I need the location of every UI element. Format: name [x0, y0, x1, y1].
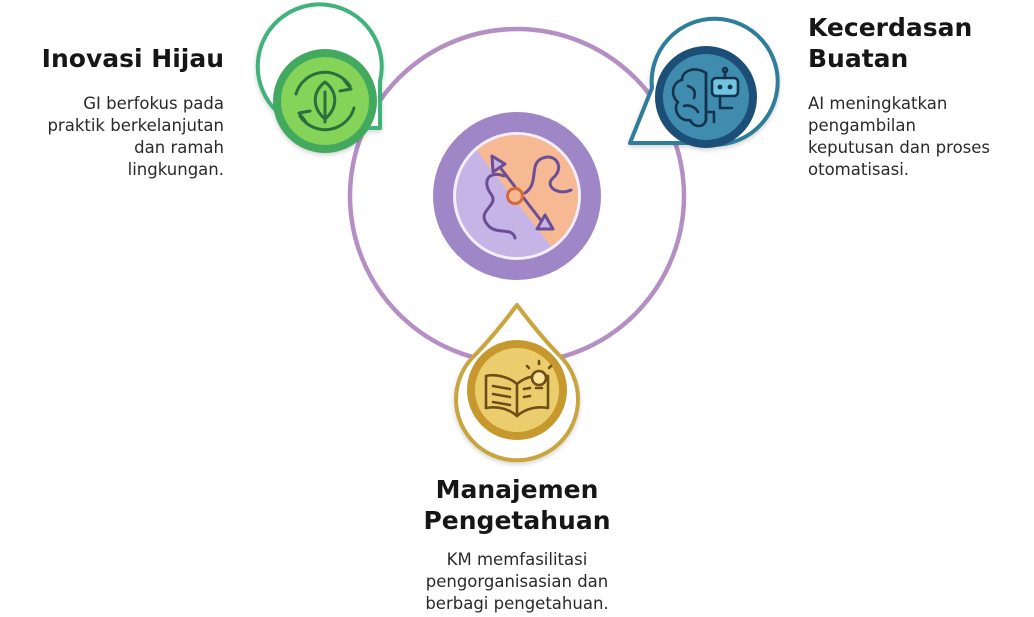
artificial-intelligence-pin [628, 16, 780, 148]
brain-robot-icon [671, 66, 740, 128]
artificial-intelligence-title: Kecerdasan Buatan [808, 13, 973, 73]
green-innovation-pin [255, 2, 384, 153]
recycle-leaf-icon [294, 70, 356, 132]
knowledge-management-description: KM memfasilitasi pengorganisasian dan be… [425, 550, 609, 613]
path-arrows-icon [482, 154, 573, 240]
green-innovation-description: GI berfokus pada praktik berkelanjutan d… [47, 94, 224, 179]
knowledge-management-pin [454, 303, 580, 463]
green-innovation-title: Inovasi Hijau [41, 44, 224, 73]
artificial-intelligence-description: AI meningkatkan pengambilan keputusan da… [808, 94, 991, 179]
center-node [433, 112, 601, 280]
knowledge-management-title: Manajemen Pengetahuan [423, 475, 611, 535]
book-lightbulb-icon [484, 359, 553, 418]
